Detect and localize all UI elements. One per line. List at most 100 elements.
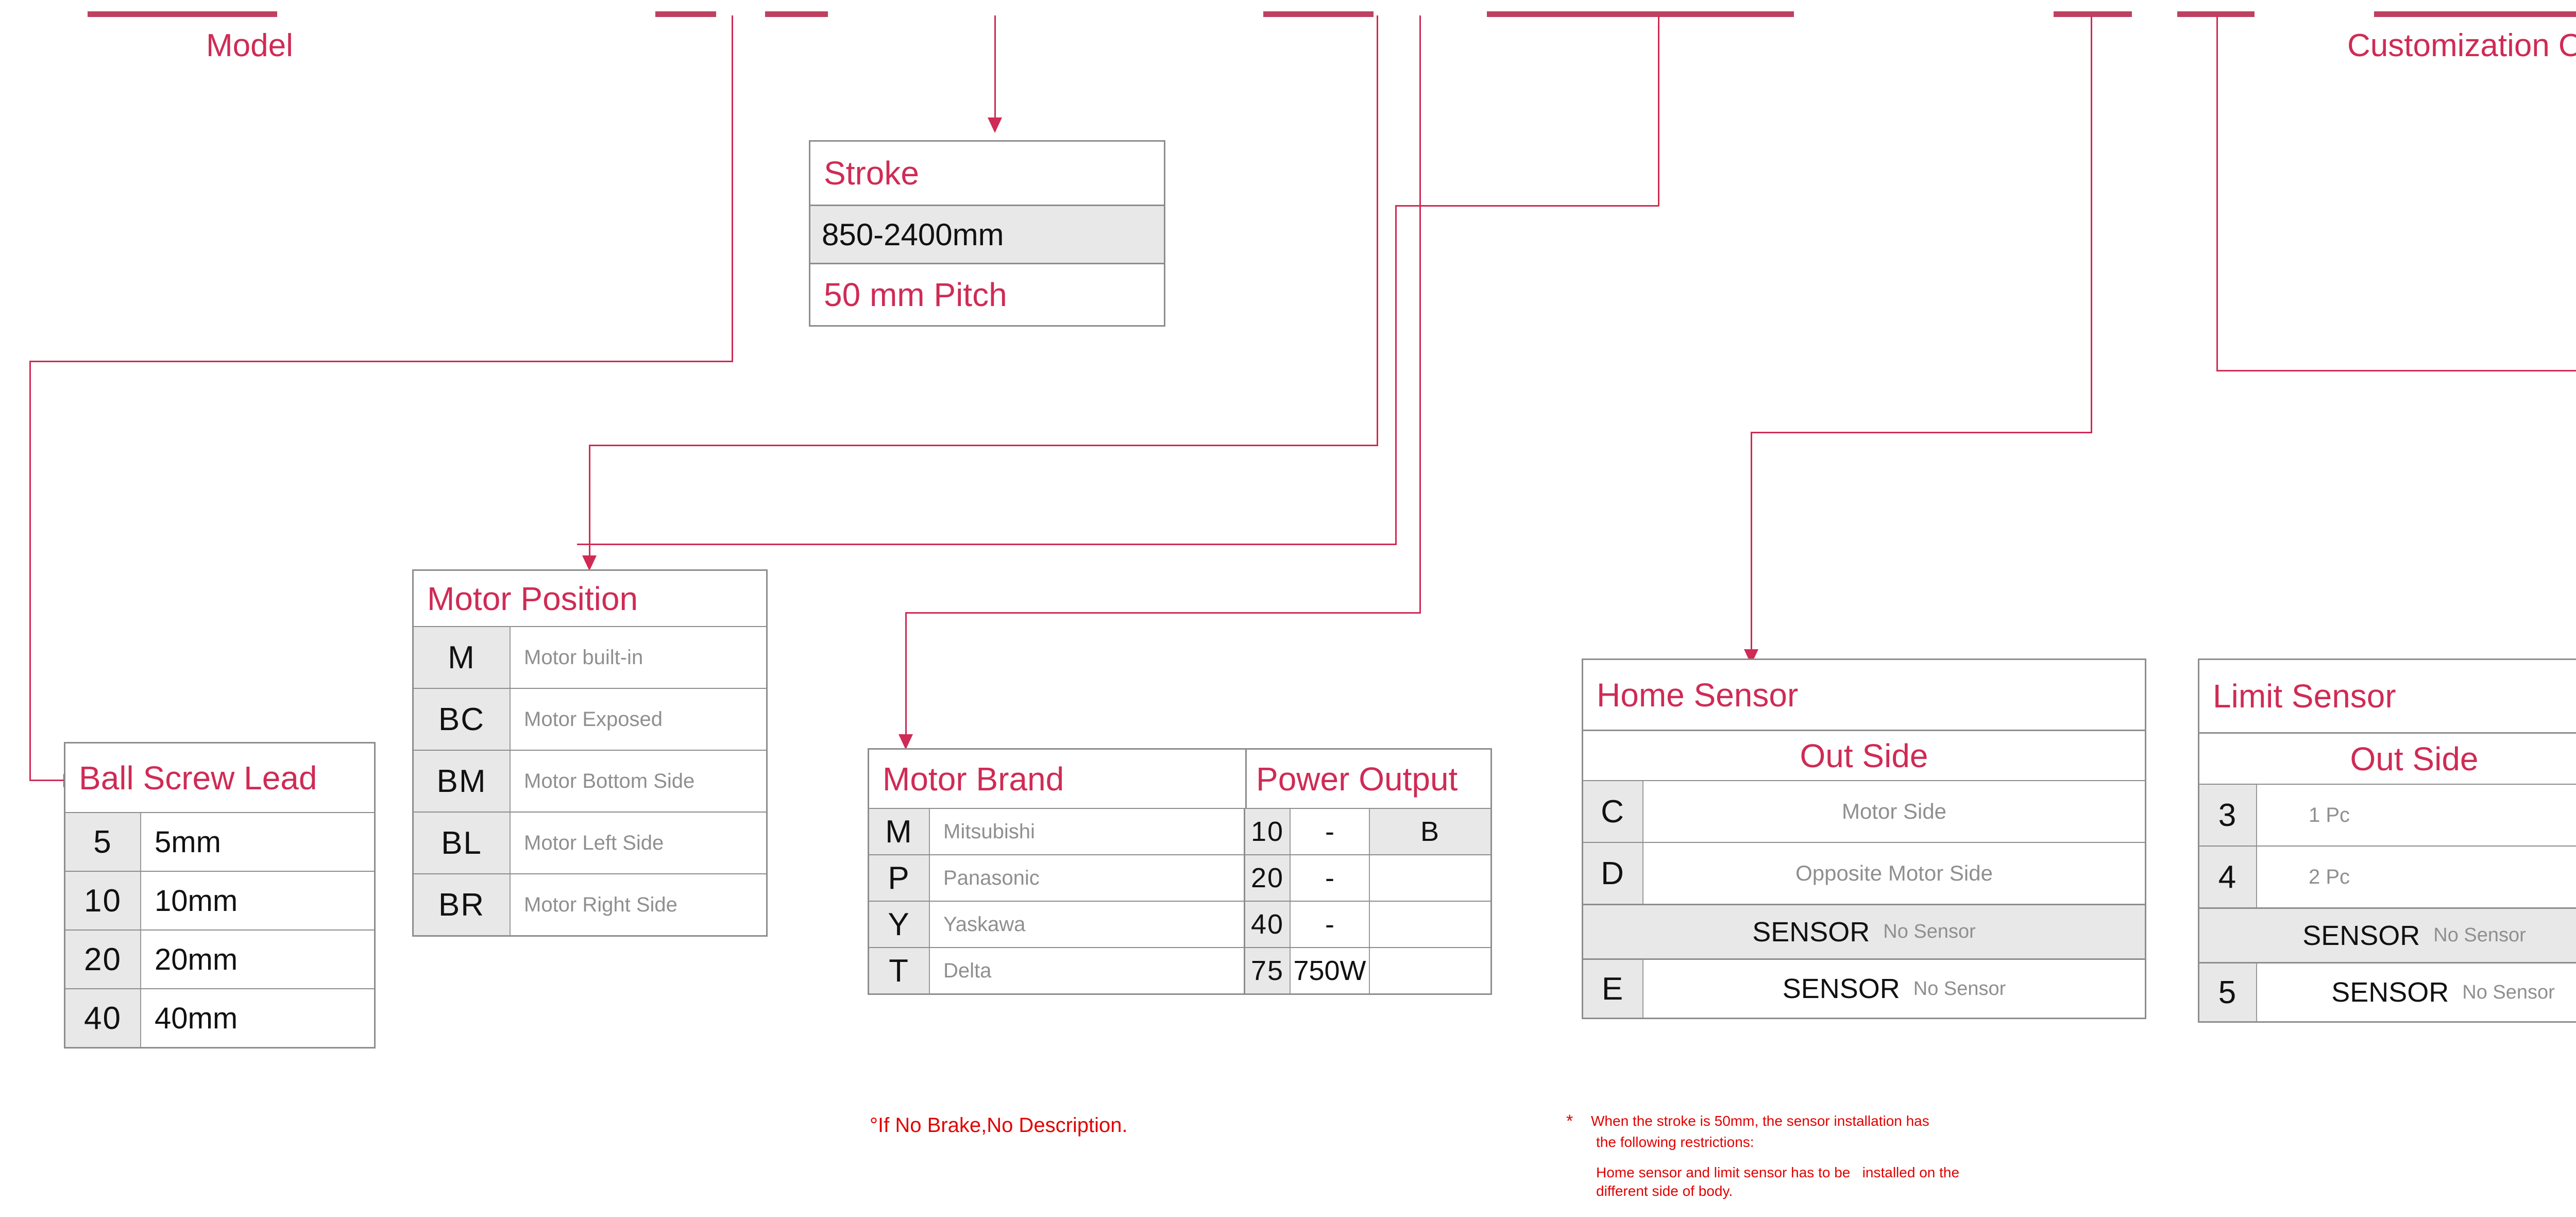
table-row: D Opposite Motor Side <box>1583 842 2145 904</box>
motor-brand-desc-3: Delta <box>930 948 1245 993</box>
ball-screw-desc-0: 5mm <box>155 825 221 859</box>
limit-sensor-code-3: 5 <box>2199 964 2257 1021</box>
table-row: BC Motor Exposed <box>414 688 766 750</box>
ball-screw-desc-1: 10mm <box>155 884 238 918</box>
motor-power-code-0: 10 <box>1245 809 1291 854</box>
code-blank-segment-1 <box>88 11 277 17</box>
limit-sensor-none-2: No Sensor <box>2433 924 2526 946</box>
ball-screw-code-2: 20 <box>65 931 141 988</box>
motor-brake-3 <box>1370 948 1490 993</box>
table-row: 20 20mm <box>65 929 374 988</box>
connector-homesensor-horizontal <box>1751 432 2092 433</box>
home-sensor-table: Home Sensor Out Side C Motor Side D Oppo… <box>1582 658 2146 1019</box>
motor-brand-title: Motor Brand <box>869 750 1247 808</box>
home-sensor-none-3: No Sensor <box>1913 977 2006 1000</box>
connector-motorbrand-horizontal <box>905 612 1421 614</box>
limit-sensor-code-1: 4 <box>2199 847 2257 907</box>
motor-brake-0: B <box>1370 809 1490 854</box>
motor-watt-0: - <box>1291 809 1370 854</box>
motor-position-code-4: BR <box>414 874 511 935</box>
connector-motorpos-vertical-down <box>589 445 590 559</box>
connector-ballscrew-vertical-top <box>732 15 733 362</box>
home-sensor-subtitle-row: Out Side <box>1583 730 2145 780</box>
code-blank-segment-2 <box>655 11 716 17</box>
connector-limitsensor-vertical-top <box>2216 15 2218 371</box>
connector-ballscrew-vertical-down <box>29 361 31 781</box>
table-row: BR Motor Right Side <box>414 873 766 935</box>
home-sensor-row-2: SENSOR No Sensor <box>1583 905 2145 958</box>
motor-power-code-3: 75 <box>1245 948 1291 993</box>
power-output-title: Power Output <box>1256 760 1458 798</box>
table-row: Y Yaskawa 40 - <box>869 901 1490 947</box>
stroke-table: Stroke 850-2400mm 50 mm Pitch <box>809 140 1165 327</box>
motor-position-desc-3: Motor Left Side <box>524 831 664 854</box>
limit-sensor-value-3: SENSOR No Sensor <box>2257 964 2576 1021</box>
limit-sensor-row-2: SENSOR No Sensor <box>2199 909 2576 962</box>
limit-sensor-desc-0: 1 Pc <box>2309 803 2350 826</box>
home-sensor-title: Home Sensor <box>1597 676 1799 714</box>
ball-screw-code-0: 5 <box>65 813 141 871</box>
home-sensor-note-marker: * <box>1566 1111 1573 1131</box>
table-row: E SENSOR No Sensor <box>1583 958 2145 1018</box>
table-row: P Panasonic 20 - <box>869 854 1490 901</box>
code-blank-segment-8 <box>2374 11 2576 17</box>
motor-brand-code-2: Y <box>869 902 930 947</box>
motor-brand-code-1: P <box>869 855 930 901</box>
connector-branch5-horizontal-2 <box>577 544 1396 545</box>
table-row: M Mitsubishi 10 - B <box>869 808 1490 854</box>
connector-limitsensor-horizontal <box>2216 370 2576 371</box>
ball-screw-title-row: Ball Screw Lead <box>65 743 374 812</box>
table-row: SENSOR No Sensor <box>1583 904 2145 958</box>
home-sensor-title-row: Home Sensor <box>1583 660 2145 730</box>
motor-brand-code-3: T <box>869 948 930 993</box>
connector-motorbrand-vertical-top <box>1419 15 1421 613</box>
ball-screw-code-1: 10 <box>65 872 141 929</box>
table-row: T Delta 75 750W <box>869 947 1490 993</box>
motor-watt-2: - <box>1291 902 1370 947</box>
ball-screw-lead-table: Ball Screw Lead 5 5mm 10 10mm 20 20mm 40… <box>64 742 376 1049</box>
home-sensor-subtitle: Out Side <box>1800 737 1928 774</box>
motor-watt-3: 750W <box>1291 948 1370 993</box>
motor-brand-desc-1: Panasonic <box>930 855 1245 901</box>
code-blank-segment-6 <box>2054 11 2132 17</box>
motor-brand-desc-0: Mitsubishi <box>930 809 1245 854</box>
ball-screw-title: Ball Screw Lead <box>79 759 317 797</box>
table-row: 5 SENSOR No Sensor <box>2199 962 2576 1021</box>
table-row: 10 10mm <box>65 871 374 929</box>
motor-brand-desc-2: Yaskawa <box>930 902 1245 947</box>
model-label: Model <box>206 28 293 63</box>
motor-brake-1 <box>1370 855 1490 901</box>
connector-motorpos-vertical-top <box>1377 15 1378 446</box>
limit-sensor-subtitle: Out Side <box>2350 740 2479 777</box>
home-sensor-word-2: SENSOR <box>1752 916 1870 948</box>
table-row: 3 1 Pc <box>2199 784 2576 846</box>
home-sensor-code-1: D <box>1583 843 1643 904</box>
motor-brand-code-0: M <box>869 809 930 854</box>
limit-sensor-subtitle-row: Out Side <box>2199 732 2576 784</box>
table-row: 4 2 Pc <box>2199 846 2576 907</box>
motor-position-code-1: BC <box>414 689 511 750</box>
table-row: BM Motor Bottom Side <box>414 750 766 812</box>
limit-sensor-title-row: Limit Sensor <box>2199 660 2576 732</box>
stroke-title: Stroke <box>824 155 919 192</box>
limit-sensor-none-3: No Sensor <box>2462 981 2555 1003</box>
connector-homesensor-vertical-down <box>1751 432 1752 653</box>
limit-sensor-desc-1: 2 Pc <box>2309 865 2350 888</box>
code-blank-segment-7 <box>2177 11 2255 17</box>
connector-ballscrew-horizontal <box>29 361 733 362</box>
home-sensor-desc-0: Motor Side <box>1841 799 1947 823</box>
motor-position-desc-0: Motor built-in <box>524 646 643 669</box>
motor-brand-table: Motor Brand Power Output M Mitsubishi 10… <box>868 748 1492 995</box>
motor-watt-1: - <box>1291 855 1370 901</box>
table-row: 40 40mm <box>65 988 374 1047</box>
customization-order-label: Customization Order No. <box>2347 28 2576 63</box>
home-sensor-note-line3: Home sensor and limit sensor has to be i… <box>1596 1164 1960 1180</box>
motor-position-code-2: BM <box>414 751 511 812</box>
connector-ballscrew-horizontal-arrow <box>29 780 64 781</box>
motor-position-title-row: Motor Position <box>414 571 766 626</box>
connector-stroke-vertical <box>994 15 996 122</box>
home-sensor-desc-1: Opposite Motor Side <box>1795 861 1993 885</box>
table-row: C Motor Side <box>1583 780 2145 842</box>
connector-homesensor-vertical-top <box>2091 15 2092 433</box>
